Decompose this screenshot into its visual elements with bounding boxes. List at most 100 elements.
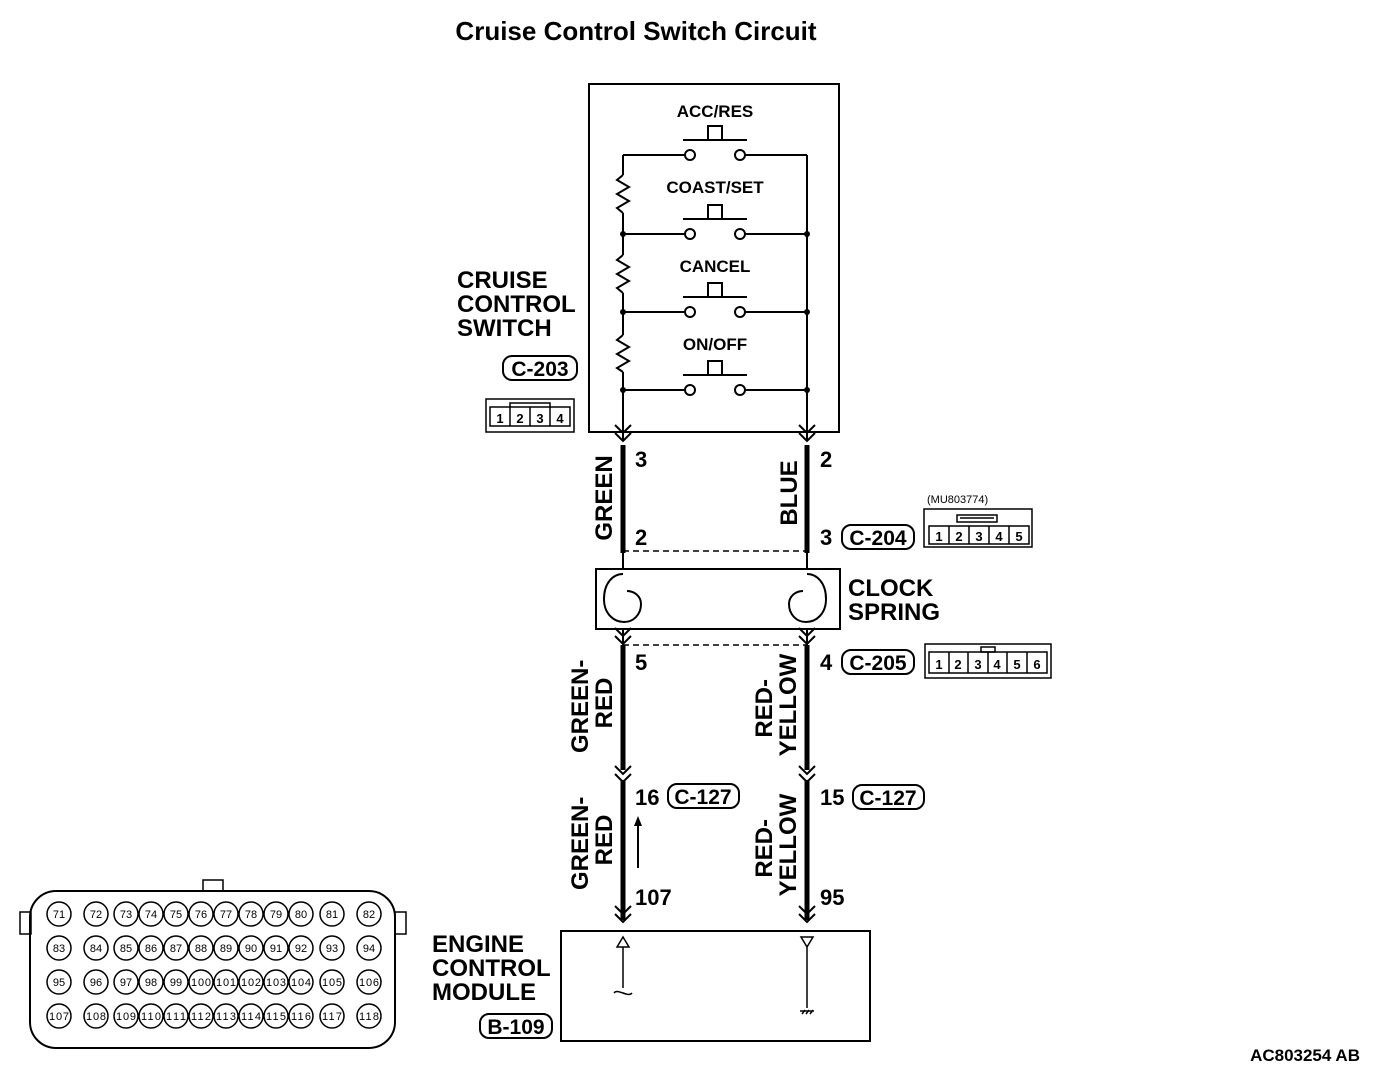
ecm-pin-label: 96: [90, 977, 102, 989]
svg-text:2: 2: [955, 529, 962, 544]
svg-text:4: 4: [556, 411, 564, 426]
ecm-pin-circle: [83, 901, 109, 927]
ecm-pin-circle: [356, 969, 382, 995]
pin-c127-left: 16: [635, 785, 659, 810]
ecm-pin-circle: [83, 1003, 109, 1029]
ecm-pin-label: 103: [266, 977, 286, 989]
ecm-pin-label: 98: [145, 977, 157, 989]
ecm-pin-circle: [263, 901, 289, 927]
wire-color-green-red-low: GREEN- RED: [567, 790, 618, 890]
svg-text:3: 3: [536, 411, 543, 426]
ecm-name: ENGINE CONTROL MODULE: [432, 931, 557, 1006]
ecm-pin-circle: [213, 969, 239, 995]
ecm-pin-label: 95: [53, 977, 65, 989]
ecm-pin-circle: [356, 901, 382, 927]
ecm-pin-label: 72: [90, 909, 102, 921]
ecm-pin-label: 84: [90, 943, 102, 955]
connector-b109: B-109: [479, 1013, 553, 1039]
switch-name: CRUISE CONTROL SWITCH: [457, 267, 582, 342]
ecm-pin-circle: [46, 901, 72, 927]
svg-text:5: 5: [1015, 529, 1022, 544]
svg-text:3: 3: [975, 529, 982, 544]
ecm-pin-circle: [188, 1003, 214, 1029]
cancel-label: CANCEL: [680, 257, 751, 276]
engine-control-module: [560, 930, 871, 1042]
ecm-pin-circle: [238, 901, 264, 927]
ecm-pin-label: 116: [291, 1011, 311, 1023]
ecm-pin-label: 102: [241, 977, 261, 989]
ecm-pin-label: 90: [245, 943, 257, 955]
ecm-pin-label: 97: [120, 977, 132, 989]
ecm-pin-circle: [319, 935, 345, 961]
ecm-pin-label: 92: [295, 943, 307, 955]
ecm-pin-label: 118: [359, 1011, 379, 1023]
c204-part-number: (MU803774): [927, 494, 988, 506]
ecm-pin-label: 86: [145, 943, 157, 955]
svg-text:2: 2: [516, 411, 523, 426]
svg-text:C-204: C-204: [849, 527, 907, 550]
ecm-pin-circle: [288, 901, 314, 927]
ecm-pin-label: 76: [195, 909, 207, 921]
wire-color-blue: BLUE: [776, 460, 803, 525]
ecm-pin-circle: [113, 901, 139, 927]
ecm-pin-circle: [213, 901, 239, 927]
ecm-pin-label: 74: [145, 909, 157, 921]
ecm-pin-circle: [238, 969, 264, 995]
ecm-pin-circle: [188, 901, 214, 927]
ecm-pin-label: 106: [359, 977, 379, 989]
ecm-pin-circle: [188, 969, 214, 995]
svg-text:B-109: B-109: [487, 1016, 544, 1039]
ecm-pin-circle: [46, 935, 72, 961]
ecm-pin-circle: [138, 935, 164, 961]
ecm-pin-circle: [138, 1003, 164, 1029]
ecm-pin-label: 115: [266, 1011, 286, 1023]
pin-c205-left: 5: [635, 650, 647, 675]
ecm-pin-circle: [83, 935, 109, 961]
cancel-switch-symbol: [623, 282, 807, 318]
ecm-pin-circle: [263, 1003, 289, 1029]
ecm-pin-label: 117: [322, 1011, 342, 1023]
ecm-pin-label: 93: [326, 943, 338, 955]
ecm-pin-label: 89: [220, 943, 232, 955]
ecm-pin-label: 78: [245, 909, 257, 921]
ecm-pin-circle: [113, 1003, 139, 1029]
ecm-pin-label: 109: [116, 1011, 136, 1023]
ecm-pin-circle: [319, 901, 345, 927]
ecm-pin-circle: [288, 1003, 314, 1029]
ecm-pin-label: 107: [49, 1011, 69, 1023]
ecm-pin-label: 82: [363, 909, 375, 921]
ecm-pin-label: 91: [270, 943, 282, 955]
ecm-pin-circle: [213, 1003, 239, 1029]
ecm-pin-circle: [213, 935, 239, 961]
ecm-pin-label: 110: [141, 1011, 161, 1023]
svg-text:5: 5: [1013, 657, 1020, 672]
pin-ecm-left: 107: [635, 885, 672, 910]
ecm-pin-label: 85: [120, 943, 132, 955]
cruise-control-switch: ACC/RES COAST/SET CANCEL ON/OFF: [588, 83, 840, 440]
ecm-pin-label: 83: [53, 943, 65, 955]
svg-text:4: 4: [995, 529, 1003, 544]
acc-res-label: ACC/RES: [677, 102, 754, 121]
connector-c204-face: 1 2 3 4 5: [923, 508, 1033, 548]
wire-color-red-yellow-mid: RED- YELLOW: [751, 653, 802, 756]
ecm-pin-label: 112: [191, 1011, 211, 1023]
ecm-pin-label: 111: [166, 1011, 186, 1023]
ecm-pin-circle: [288, 935, 314, 961]
ecm-pin-label: 100: [191, 977, 211, 989]
clock-spring-label: CLOCK SPRING: [848, 575, 940, 626]
ecm-pin-circle: [113, 969, 139, 995]
connector-c205-face: 1 2 3 4 5 6: [924, 643, 1052, 679]
ecm-pin-circle: [188, 935, 214, 961]
signal-arrow-icon: [634, 816, 642, 868]
on-off-switch-symbol: [623, 360, 807, 396]
svg-text:6: 6: [1033, 657, 1040, 672]
connector-c203: C-203: [502, 355, 578, 381]
on-off-label: ON/OFF: [683, 335, 747, 354]
ecm-pin-circle: [163, 901, 189, 927]
ecm-pin-circle: [356, 935, 382, 961]
coast-set-switch-symbol: [623, 204, 807, 240]
coast-set-label: COAST/SET: [666, 178, 764, 197]
ecm-pin-circle: [46, 969, 72, 995]
ecm-pin-label: 101: [216, 977, 236, 989]
